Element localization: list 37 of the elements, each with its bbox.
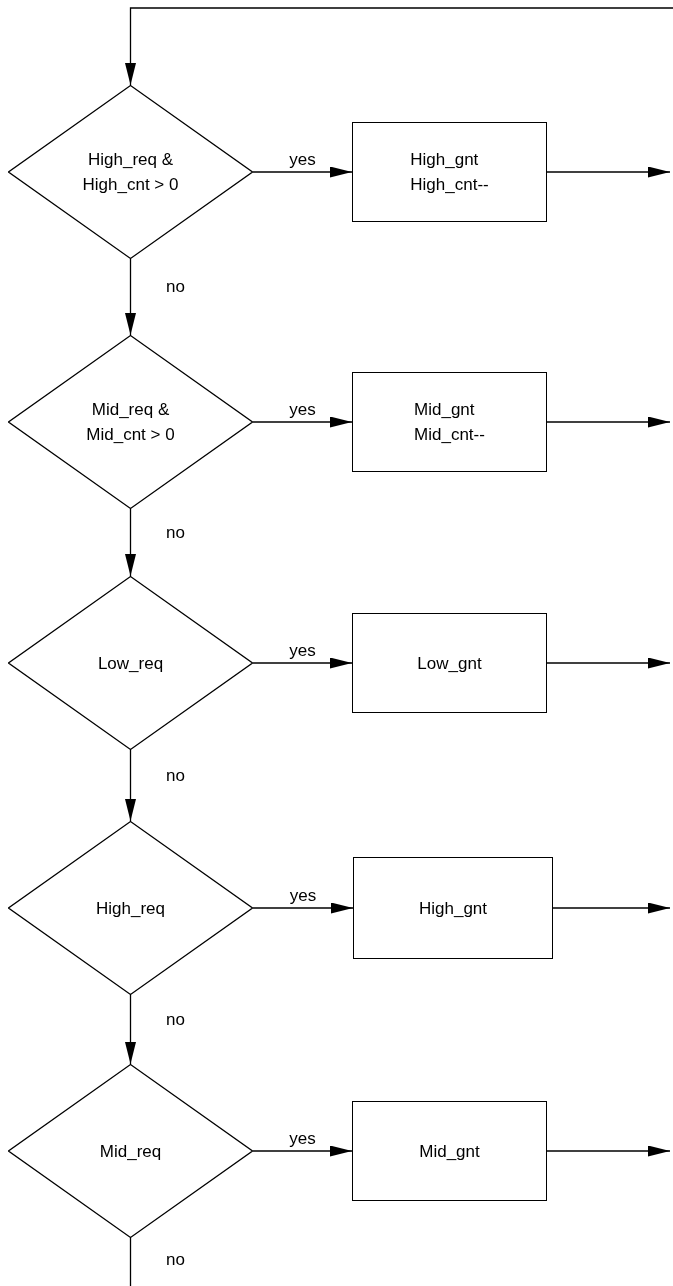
action-text: Mid_cnt-- [414, 424, 485, 446]
decision-diamond [8, 821, 253, 995]
arrow [546, 166, 671, 178]
arrow [252, 902, 354, 914]
action-text: High_gnt [410, 149, 479, 171]
arrow [546, 416, 671, 428]
action-text: Mid_gnt [414, 399, 475, 421]
action-text: Low_gnt [417, 652, 482, 675]
action-text: High_cnt-- [410, 174, 489, 196]
arrow [252, 416, 353, 428]
action-text: High_gnt [418, 897, 488, 920]
arrow [552, 902, 671, 914]
decision-diamond [8, 576, 253, 750]
process-box [353, 857, 553, 959]
process-box [352, 122, 547, 222]
arrow [252, 657, 353, 669]
condition-text: Mid_req & Mid_cnt > 0 [85, 399, 176, 446]
condition-text: Low_req [97, 652, 164, 675]
arrow [546, 1145, 671, 1157]
decision-diamond [8, 335, 253, 509]
arrow [125, 749, 136, 822]
arrow [252, 1145, 353, 1157]
decision-diamond [8, 1064, 253, 1238]
process-box [352, 1101, 547, 1201]
arrow [125, 7, 673, 86]
condition-text: Mid_req [99, 1140, 162, 1163]
arrow [125, 258, 136, 336]
process-box [352, 372, 547, 472]
process-box [352, 613, 547, 713]
arrow [252, 166, 353, 178]
condition-text: High_req & High_cnt > 0 [81, 149, 180, 196]
action-text: Mid_gnt [419, 1140, 480, 1163]
decision-diamond [8, 85, 253, 259]
arrow [546, 657, 671, 669]
condition-text: High_req [96, 897, 165, 920]
arrow [125, 508, 136, 577]
arrow [125, 994, 136, 1065]
